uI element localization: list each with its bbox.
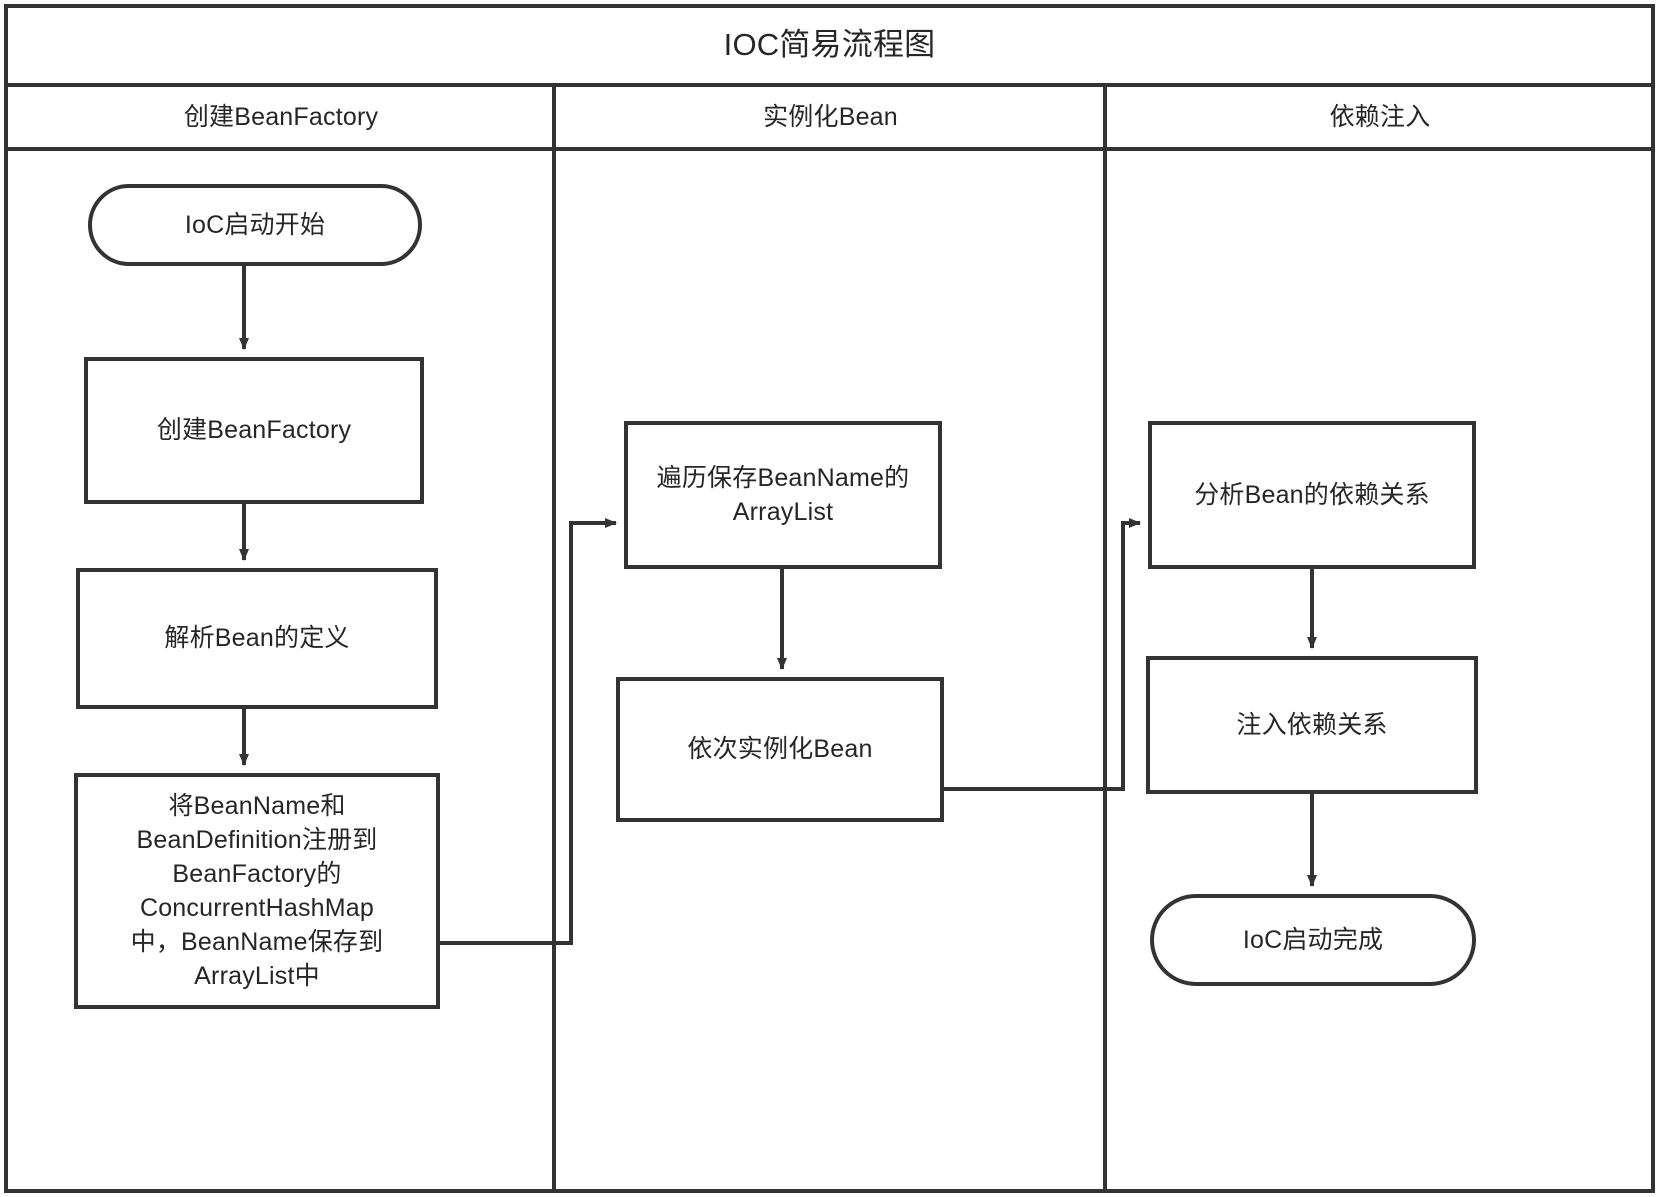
lane-header-instantiate-bean: 实例化Bean [763,102,898,131]
node-label-iterate-beanname-arraylist: 遍历保存BeanName的 ArrayList [656,464,910,526]
lane-header-create-beanfactory: 创建BeanFactory [183,102,379,131]
lane-header-dependency-injection: 依赖注入 [1329,102,1431,131]
edge-register-beandefinition-to-iterate-beanname-arraylist [438,518,617,945]
node-label-create-beanfactory: 创建BeanFactory [156,416,352,444]
node-label-register-beandefinition: 将BeanName和 BeanDefinition注册到 BeanFactory… [130,792,384,990]
node-label-ioc-start: IoC启动开始 [184,210,326,239]
node-label-inject-dependencies: 注入依赖关系 [1236,710,1388,739]
node-label-ioc-finish: IoC启动完成 [1242,925,1384,954]
node-label-instantiate-bean-in-order: 依次实例化Bean [687,735,873,763]
node-label-analyze-bean-dependencies: 分析Bean的依赖关系 [1194,480,1430,509]
edge-instantiate-bean-in-order-to-analyze-bean-dependencies [942,518,1141,791]
page-title: IOC简易流程图 [723,27,936,63]
node-label-parse-bean-definition: 解析Bean的定义 [164,624,350,652]
